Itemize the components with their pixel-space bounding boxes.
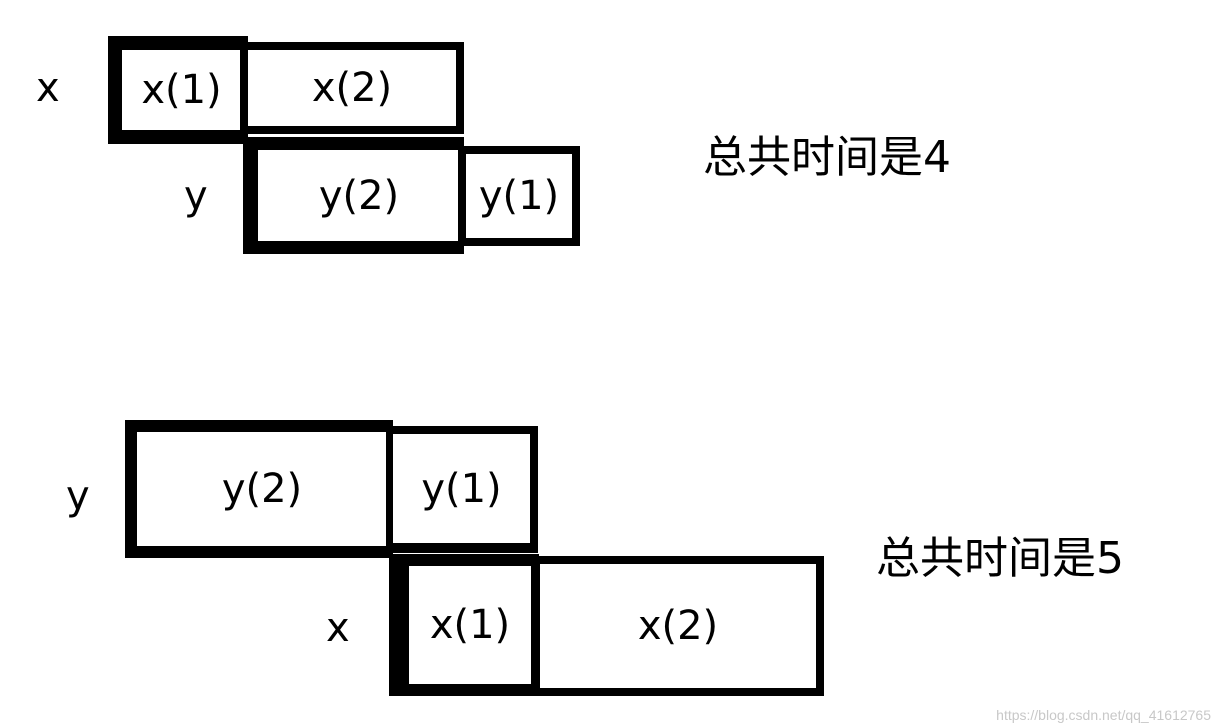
task-label: x(1) [141, 67, 222, 113]
row-label-x: x [36, 65, 60, 111]
task-label: x(1) [429, 602, 511, 648]
row-label-y: y [184, 173, 208, 219]
task-label: y(2) [318, 172, 400, 219]
task-label: x(2) [637, 603, 719, 649]
task-label: x(2) [311, 65, 393, 111]
watermark-url: https://blog.csdn.net/qq_41612765 [996, 707, 1211, 723]
row-label-y: y [66, 473, 90, 519]
task-box-y2: y(2) [243, 137, 464, 254]
task-box-y2: y(2) [125, 420, 393, 558]
task-label: y(2) [221, 466, 303, 512]
task-box-x1: x(1) [108, 36, 248, 144]
task-label: y(1) [478, 173, 560, 219]
task-box-y1: y(1) [458, 146, 580, 246]
task-box-x1: x(1) [389, 554, 539, 696]
task-box-y1: y(1) [386, 426, 538, 553]
total-time-text: 总共时间是5 [876, 533, 1124, 584]
row-label-x: x [326, 605, 350, 651]
task-box-x2: x(2) [532, 556, 824, 696]
task-label: y(1) [421, 465, 502, 512]
task-box-x2: x(2) [240, 42, 464, 134]
total-time-text: 总共时间是4 [703, 132, 951, 183]
